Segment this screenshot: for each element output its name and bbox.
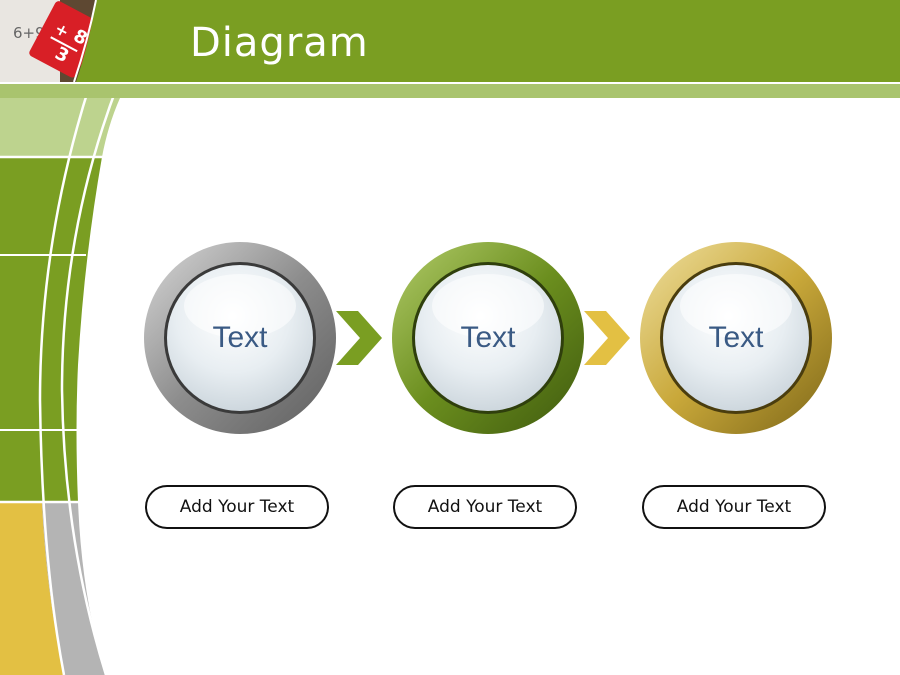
green-ring-icon bbox=[392, 242, 584, 434]
step-circle-3[interactable]: Text bbox=[638, 240, 834, 436]
chevron-right-icon bbox=[584, 311, 630, 365]
step-label-3: Text bbox=[708, 321, 764, 354]
header-bar bbox=[0, 0, 900, 82]
gray-ring-icon bbox=[144, 242, 336, 434]
step-caption-1[interactable]: Add Your Text bbox=[145, 485, 329, 529]
header-band bbox=[0, 84, 900, 98]
gold-ring-icon bbox=[640, 242, 832, 434]
step-caption-3[interactable]: Add Your Text bbox=[642, 485, 826, 529]
chevron-right-icon bbox=[336, 311, 382, 365]
header-divider bbox=[0, 82, 900, 84]
slide-title: Diagram bbox=[190, 20, 369, 66]
step-circle-2[interactable]: Text bbox=[390, 240, 586, 436]
step-caption-2[interactable]: Add Your Text bbox=[393, 485, 577, 529]
step-circle-1[interactable]: Text bbox=[142, 240, 338, 436]
step-label-1: Text bbox=[212, 321, 268, 354]
math-card-image: 6+9 + 3 8 bbox=[0, 0, 112, 82]
step-label-2: Text bbox=[460, 321, 516, 354]
math-text: 6+9 bbox=[13, 24, 45, 42]
